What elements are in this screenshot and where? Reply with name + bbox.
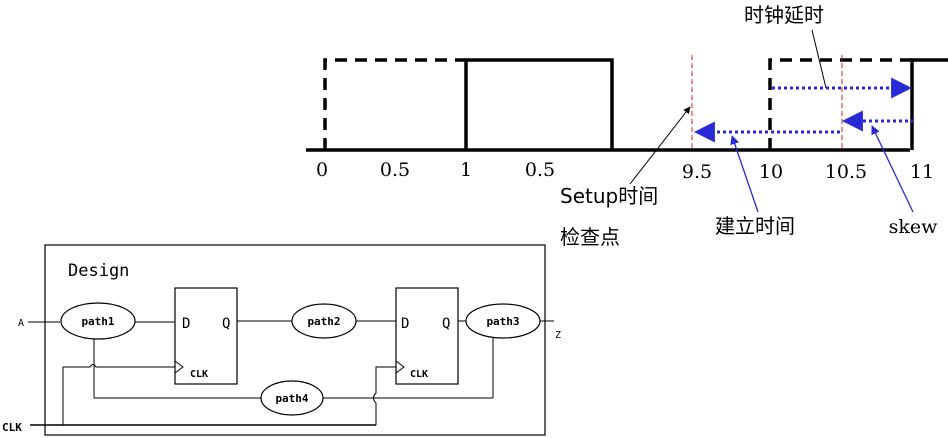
flip-flop-1 [174,287,238,385]
clock-delay-label: 时钟延时 [744,3,824,27]
clock-to-ff2-wire [373,366,396,425]
ff1-q-pin: Q [222,316,230,332]
input-a-label: A [18,318,24,329]
setup-time-pointer [730,135,759,213]
clock-delay-leader [811,29,827,89]
timing-diagram: 0 0.5 1 0.5 9.5 10 10.5 11 时钟延时 Setup时间 … [306,3,948,249]
path2-label: path2 [307,315,340,328]
ideal-clock-edge-10 [768,58,912,150]
ideal-clock-pulse [323,58,466,150]
tick-label-1: 1 [460,159,472,181]
flip-flop-2 [395,287,459,385]
path4-label: path4 [275,392,308,405]
ff1-d-pin: D [182,316,190,332]
skew-pointer [871,125,914,213]
setup-check-label-line1: Setup时间 [560,184,658,208]
design-title: Design [68,261,129,281]
ff1-clock-triangle [174,360,184,374]
ff2-d-pin: D [401,316,409,332]
path3-label: path3 [486,315,519,328]
clock-to-ff1-wire [62,364,175,425]
ff2-q-pin: Q [442,316,450,332]
tick-label-0-5: 0.5 [380,159,410,181]
tick-label-9-5: 9.5 [682,161,712,183]
skew-label: skew [889,216,939,238]
setup-time-label: 建立时间 [715,214,795,238]
output-z-label: Z [555,330,561,341]
tick-label-0-5-second: 0.5 [525,159,555,181]
delayed-clock-pulse [464,58,614,150]
tick-label-10-5: 10.5 [825,161,867,183]
ff2-clk-pin: CLK [410,369,428,380]
circuit-schematic: Design A path1 D Q CLK path2 D Q CLK pat… [2,244,561,436]
path1-cloud [60,302,136,340]
ff2-clock-triangle [395,360,405,374]
design-boundary [44,244,546,436]
clk-input-label: CLK [2,421,22,434]
delayed-clock-edge-11 [910,58,948,150]
setup-check-pointer [629,106,691,185]
tick-label-11: 11 [910,161,934,183]
setup-check-label-line2: 检查点 [560,225,620,249]
tick-label-10: 10 [759,161,783,183]
tick-label-0: 0 [316,159,328,181]
path1-label: path1 [81,315,114,328]
ff1-clk-pin: CLK [190,369,208,380]
